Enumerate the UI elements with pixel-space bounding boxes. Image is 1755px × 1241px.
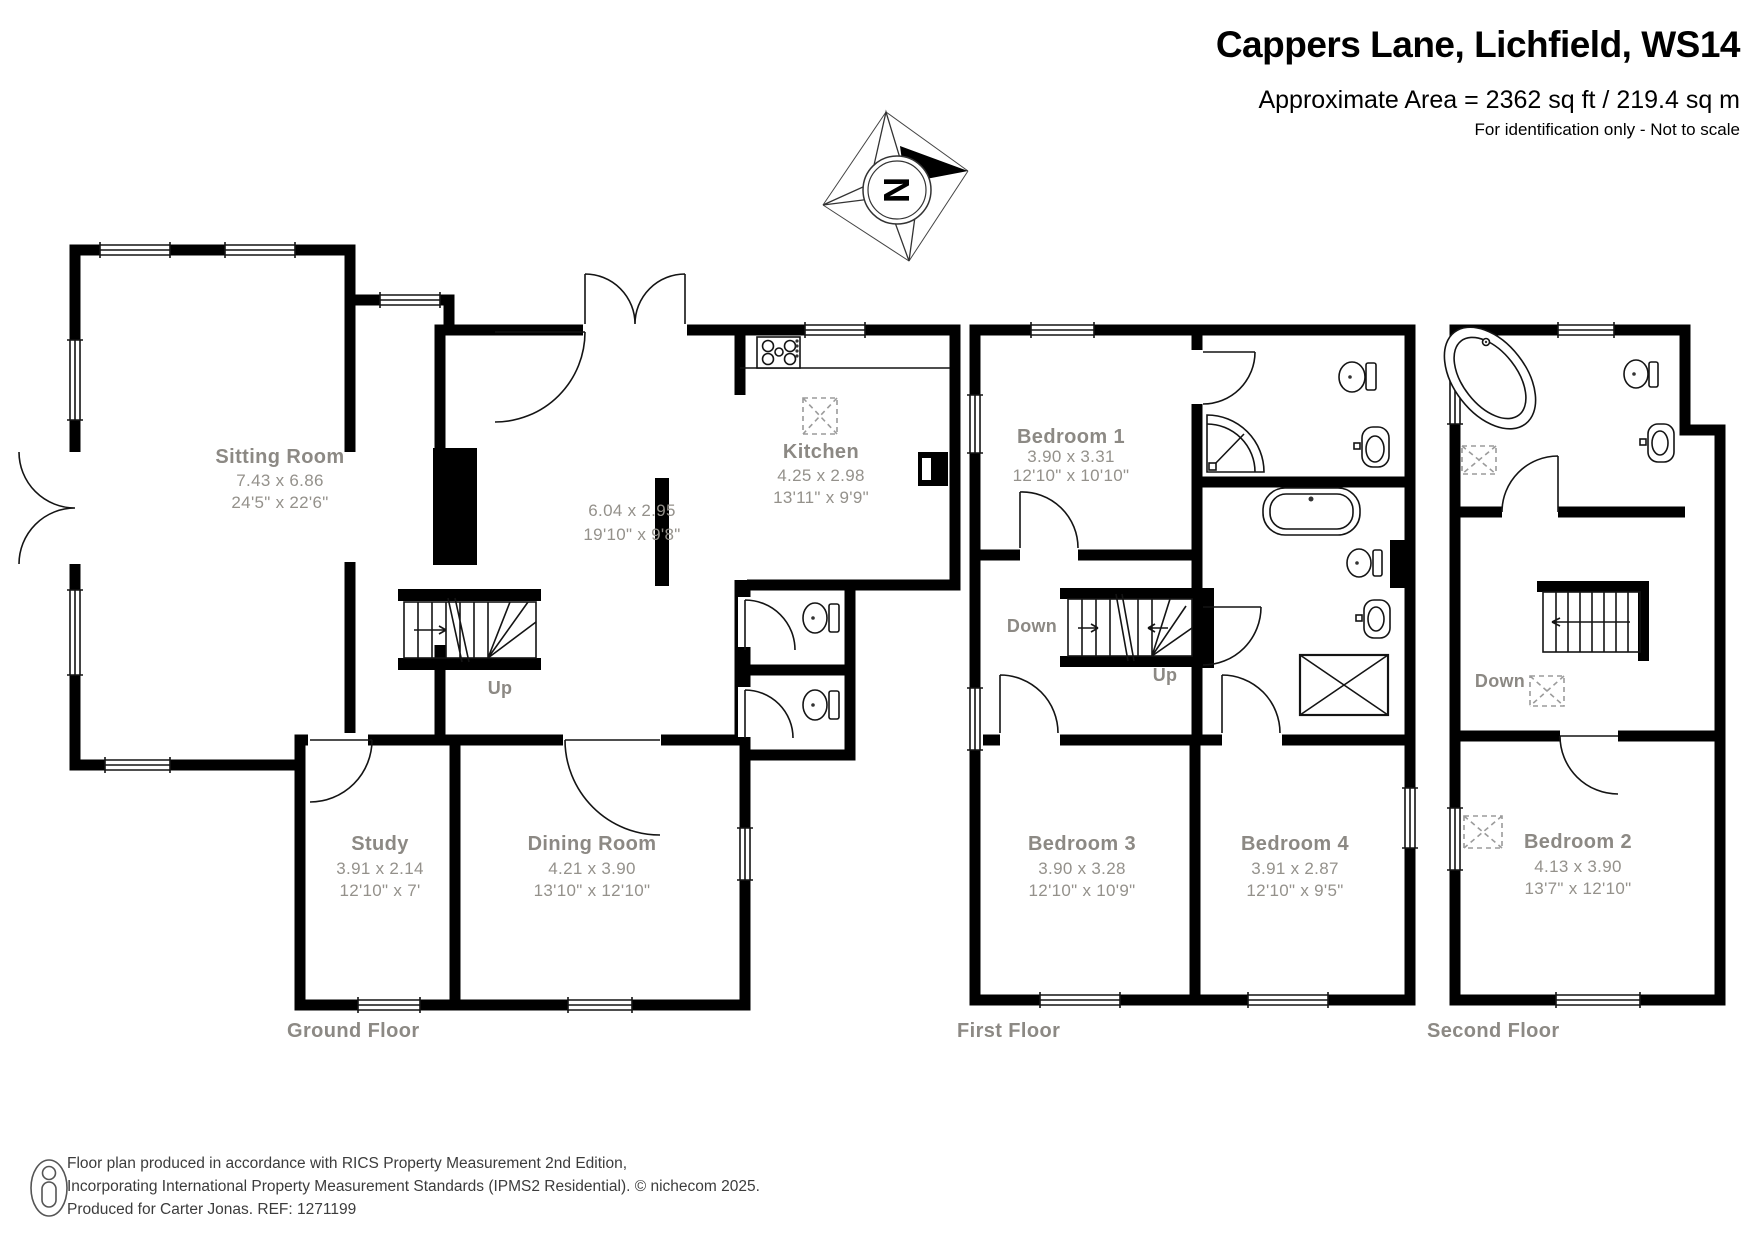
ground-floor-caption: Ground Floor (287, 1020, 420, 1042)
kitchen-imperial: 13'11" x 9'9" (773, 488, 869, 507)
north-compass-icon: N (822, 109, 969, 262)
footer-disclaimer: Floor plan produced in accordance with R… (67, 1152, 760, 1221)
bedroom-2-imperial: 13'7" x 12'10" (1524, 879, 1632, 898)
ground-floor-geometry (18, 242, 961, 1013)
footer-line-3: Produced for Carter Jonas. REF: 1271199 (67, 1201, 357, 1218)
bedroom-1-metric: 3.90 x 3.31 (1027, 447, 1115, 466)
page-title: Cappers Lane, Lichfield, WS14 (1215, 24, 1741, 65)
footer-line-2: Incorporating International Property Mea… (67, 1178, 760, 1195)
person-scale-icon (30, 1159, 68, 1217)
bedroom-4-imperial: 12'10" x 9'5" (1246, 881, 1344, 900)
study-imperial: 12'10" x 7' (339, 881, 421, 900)
kitchen-metric: 4.25 x 2.98 (777, 466, 865, 485)
footer-line-1: Floor plan produced in accordance with R… (67, 1155, 628, 1172)
kitchen-label: Kitchen (782, 441, 860, 463)
dining-room-label: Dining Room (527, 833, 657, 855)
bedroom-3-label: Bedroom 3 (1027, 833, 1137, 855)
bedroom-4-metric: 3.91 x 2.87 (1251, 859, 1339, 878)
second-floor-geometry (1443, 322, 1726, 1008)
bedroom-4-label: Bedroom 4 (1240, 833, 1350, 855)
dining-room-imperial: 13'10" x 12'10" (533, 881, 651, 900)
second-floor-caption: Second Floor (1427, 1020, 1560, 1042)
first-floor-caption: First Floor (957, 1020, 1061, 1042)
bedroom-3-imperial: 12'10" x 10'9" (1028, 881, 1136, 900)
dining-room-metric: 4.21 x 3.90 (548, 859, 636, 878)
bedroom-1-label: Bedroom 1 (1016, 426, 1126, 448)
scale-disclaimer: For identification only - Not to scale (1474, 120, 1740, 139)
study-label: Study (351, 833, 409, 855)
bedroom-2-label: Bedroom 2 (1523, 831, 1633, 853)
ground-stairs-up-label: Up (487, 678, 513, 698)
first-stairs-down-label: Down (1006, 616, 1058, 636)
sitting-room-imperial: 24'5" x 22'6" (231, 493, 329, 512)
approximate-area: Approximate Area = 2362 sq ft / 219.4 sq… (1258, 86, 1740, 114)
first-stairs-up-label: Up (1152, 665, 1178, 685)
first-floor-geometry (967, 322, 1418, 1008)
sitting-room-label: Sitting Room (215, 446, 345, 468)
bedroom-3-metric: 3.90 x 3.28 (1038, 859, 1126, 878)
second-stairs-down-label: Down (1474, 671, 1526, 691)
bedroom-2-metric: 4.13 x 3.90 (1534, 857, 1622, 876)
study-metric: 3.91 x 2.14 (336, 859, 424, 878)
hall-metric: 6.04 x 2.95 (588, 501, 676, 520)
bedroom-1-imperial: 12'10" x 10'10" (1012, 466, 1130, 485)
sitting-room-metric: 7.43 x 6.86 (236, 471, 324, 490)
compass-north-letter: N (876, 177, 917, 203)
hall-imperial: 19'10" x 9'8" (583, 525, 681, 544)
